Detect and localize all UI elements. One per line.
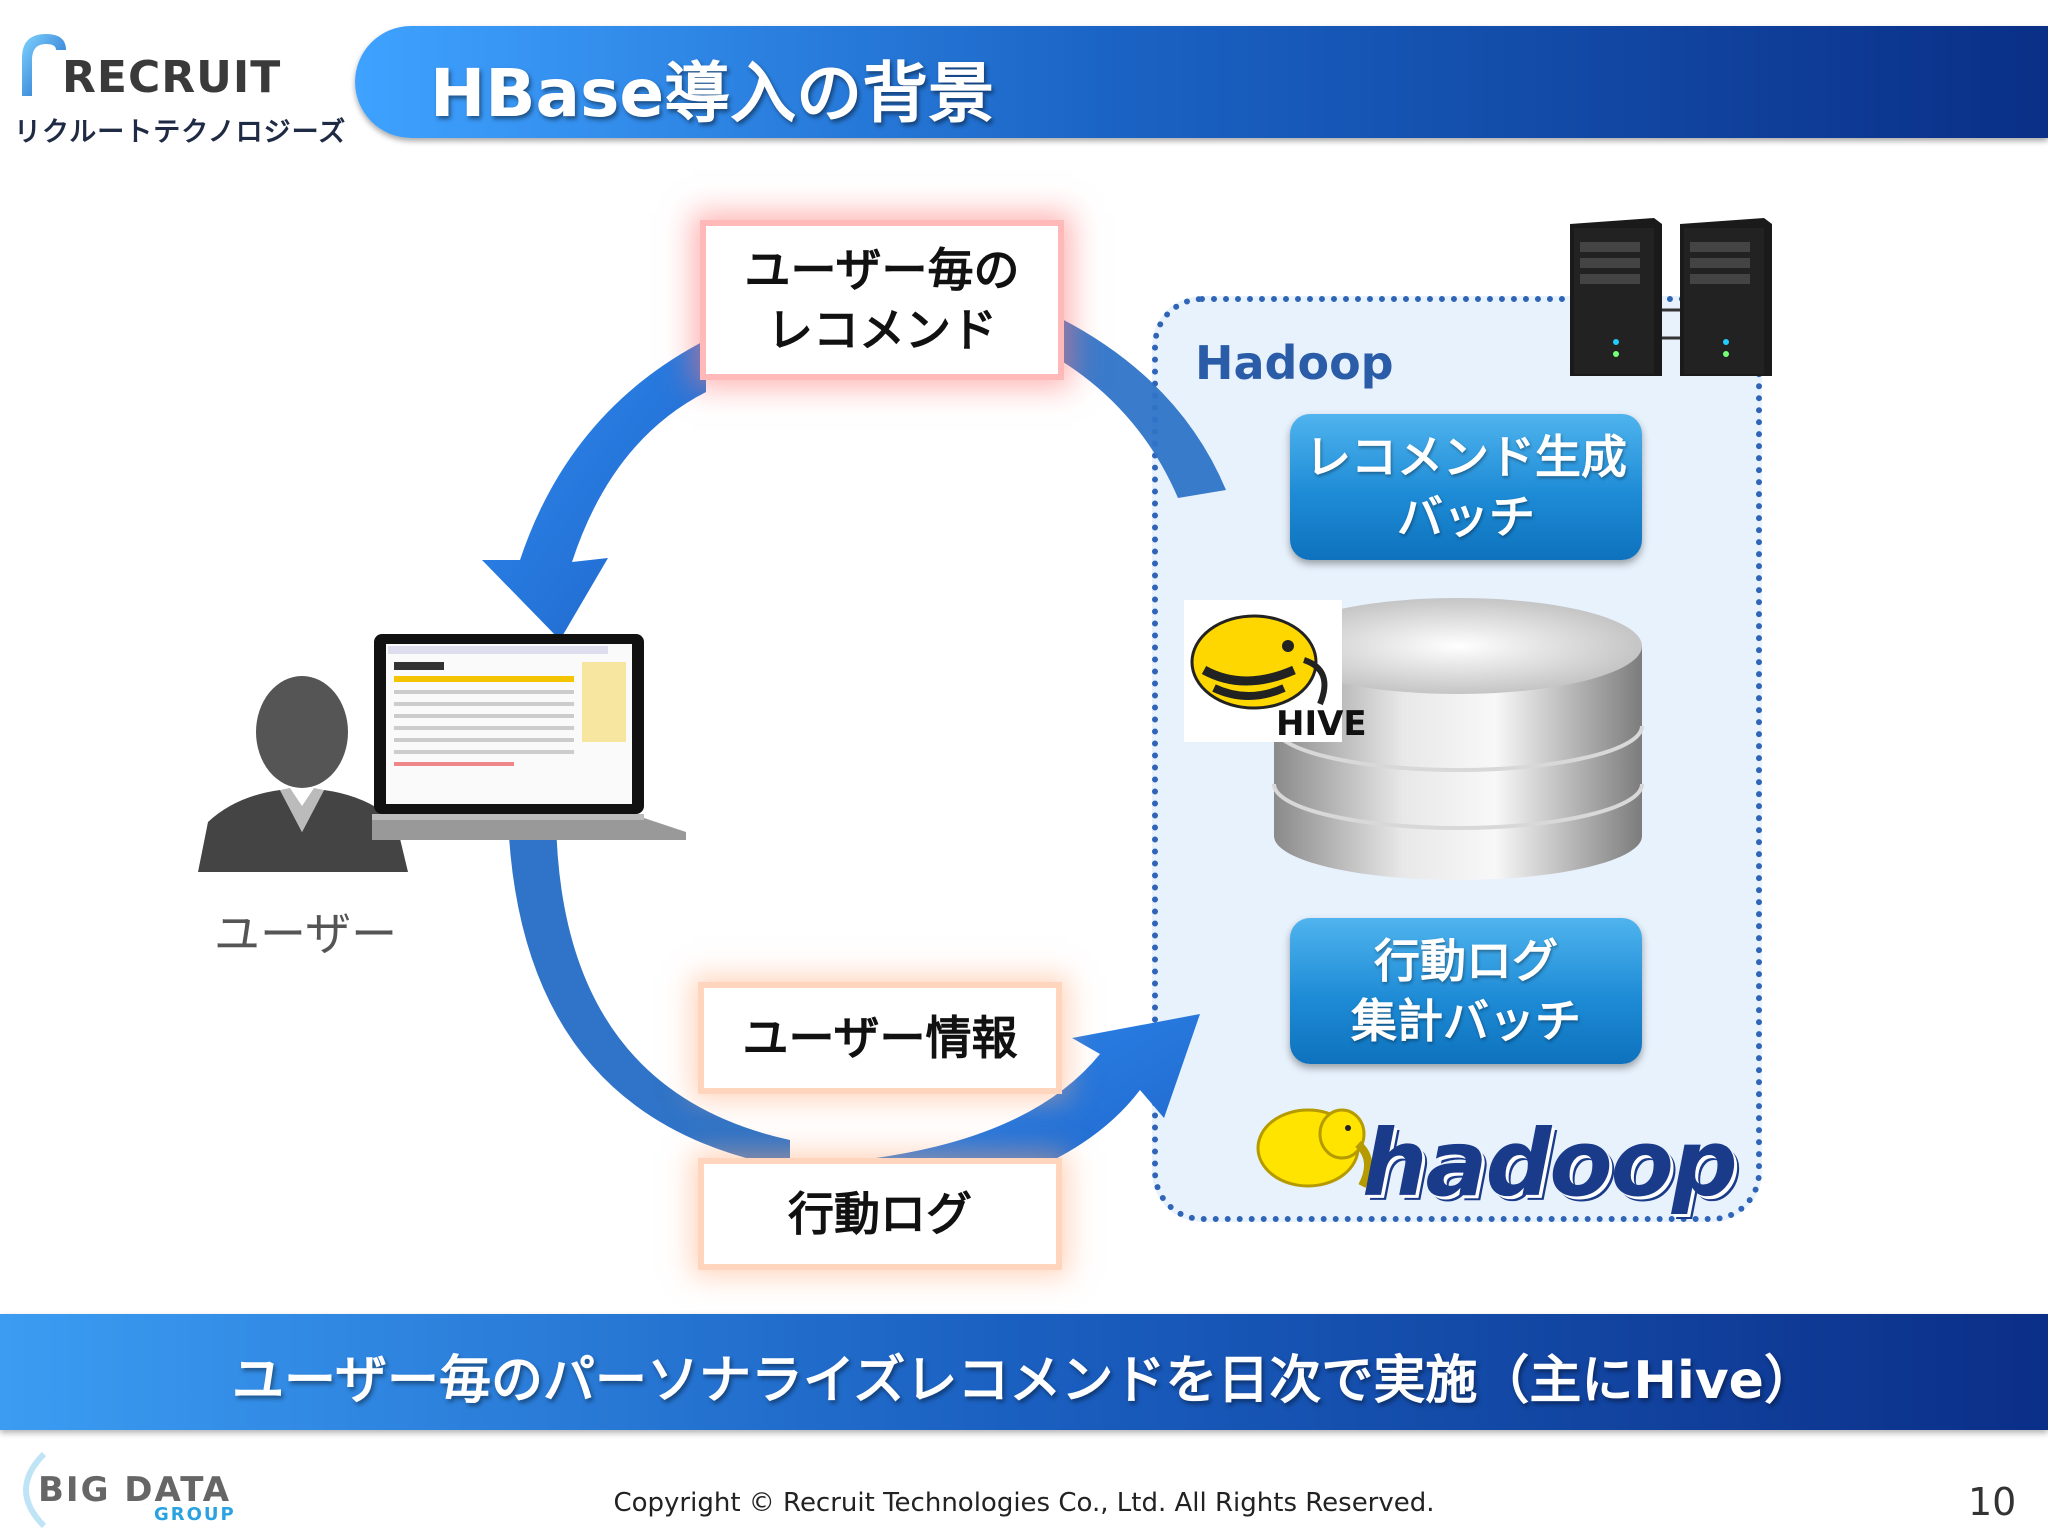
arrow-icon <box>508 818 790 1168</box>
big-data-logo-icon <box>23 1451 47 1529</box>
aggregate-batch-button: 行動ログ 集計バッチ <box>1290 918 1642 1064</box>
slide-title: HBase導入の背景 <box>430 55 995 132</box>
summary-text: ユーザー毎のパーソナライズレコメンドを日次で実施（主にHive） <box>232 1351 1816 1411</box>
footer-brand-sub: GROUP <box>154 1504 236 1525</box>
recommend-output-box: ユーザー毎の レコメンド <box>706 226 1058 374</box>
aggregate-batch-line1: 行動ログ <box>1374 934 1558 988</box>
hadoop-elephant-icon <box>1256 1108 1372 1188</box>
arrow-icon <box>860 1014 1200 1210</box>
recommend-batch-button: レコメンド生成 バッチ <box>1290 414 1642 560</box>
hadoop-label: Hadoop <box>1195 336 1394 390</box>
user-label: ユーザー <box>214 907 398 961</box>
logo-wordmark: RECRUIT <box>62 52 282 103</box>
action-log-box: 行動ログ <box>704 1164 1056 1264</box>
logo-subtitle: リクルートテクノロジーズ <box>14 117 347 148</box>
recommend-output-line1: ユーザー毎の <box>744 243 1020 297</box>
server-icon <box>1570 218 1772 376</box>
hive-logo-text: HIVE <box>1276 704 1367 744</box>
arrow-icon <box>1060 318 1226 498</box>
recommend-output-line2: レコメンド <box>767 303 997 357</box>
summary-banner <box>0 1314 2048 1430</box>
user-info-box: ユーザー情報 <box>704 988 1056 1088</box>
hive-logo-icon: HIVE <box>1184 600 1367 744</box>
footer-brand: BIG DATA <box>38 1470 232 1510</box>
user-silhouette-icon <box>198 676 408 872</box>
aggregate-batch-line2: 集計バッチ <box>1351 994 1581 1048</box>
laptop-icon <box>372 634 686 840</box>
page-number: 10 <box>1968 1480 2017 1524</box>
hadoop-logo-text: hadoop <box>1362 1110 1738 1217</box>
copyright-text: Copyright © Recruit Technologies Co., Lt… <box>613 1488 1435 1518</box>
recommend-batch-line2: バッチ <box>1397 490 1535 544</box>
arrow-icon <box>482 340 706 640</box>
recruit-logo-icon <box>22 34 66 96</box>
database-icon <box>1272 598 1644 880</box>
title-banner <box>355 26 2048 138</box>
recommend-batch-line1: レコメンド生成 <box>1305 430 1627 484</box>
hive-bee-icon <box>1190 614 1328 710</box>
